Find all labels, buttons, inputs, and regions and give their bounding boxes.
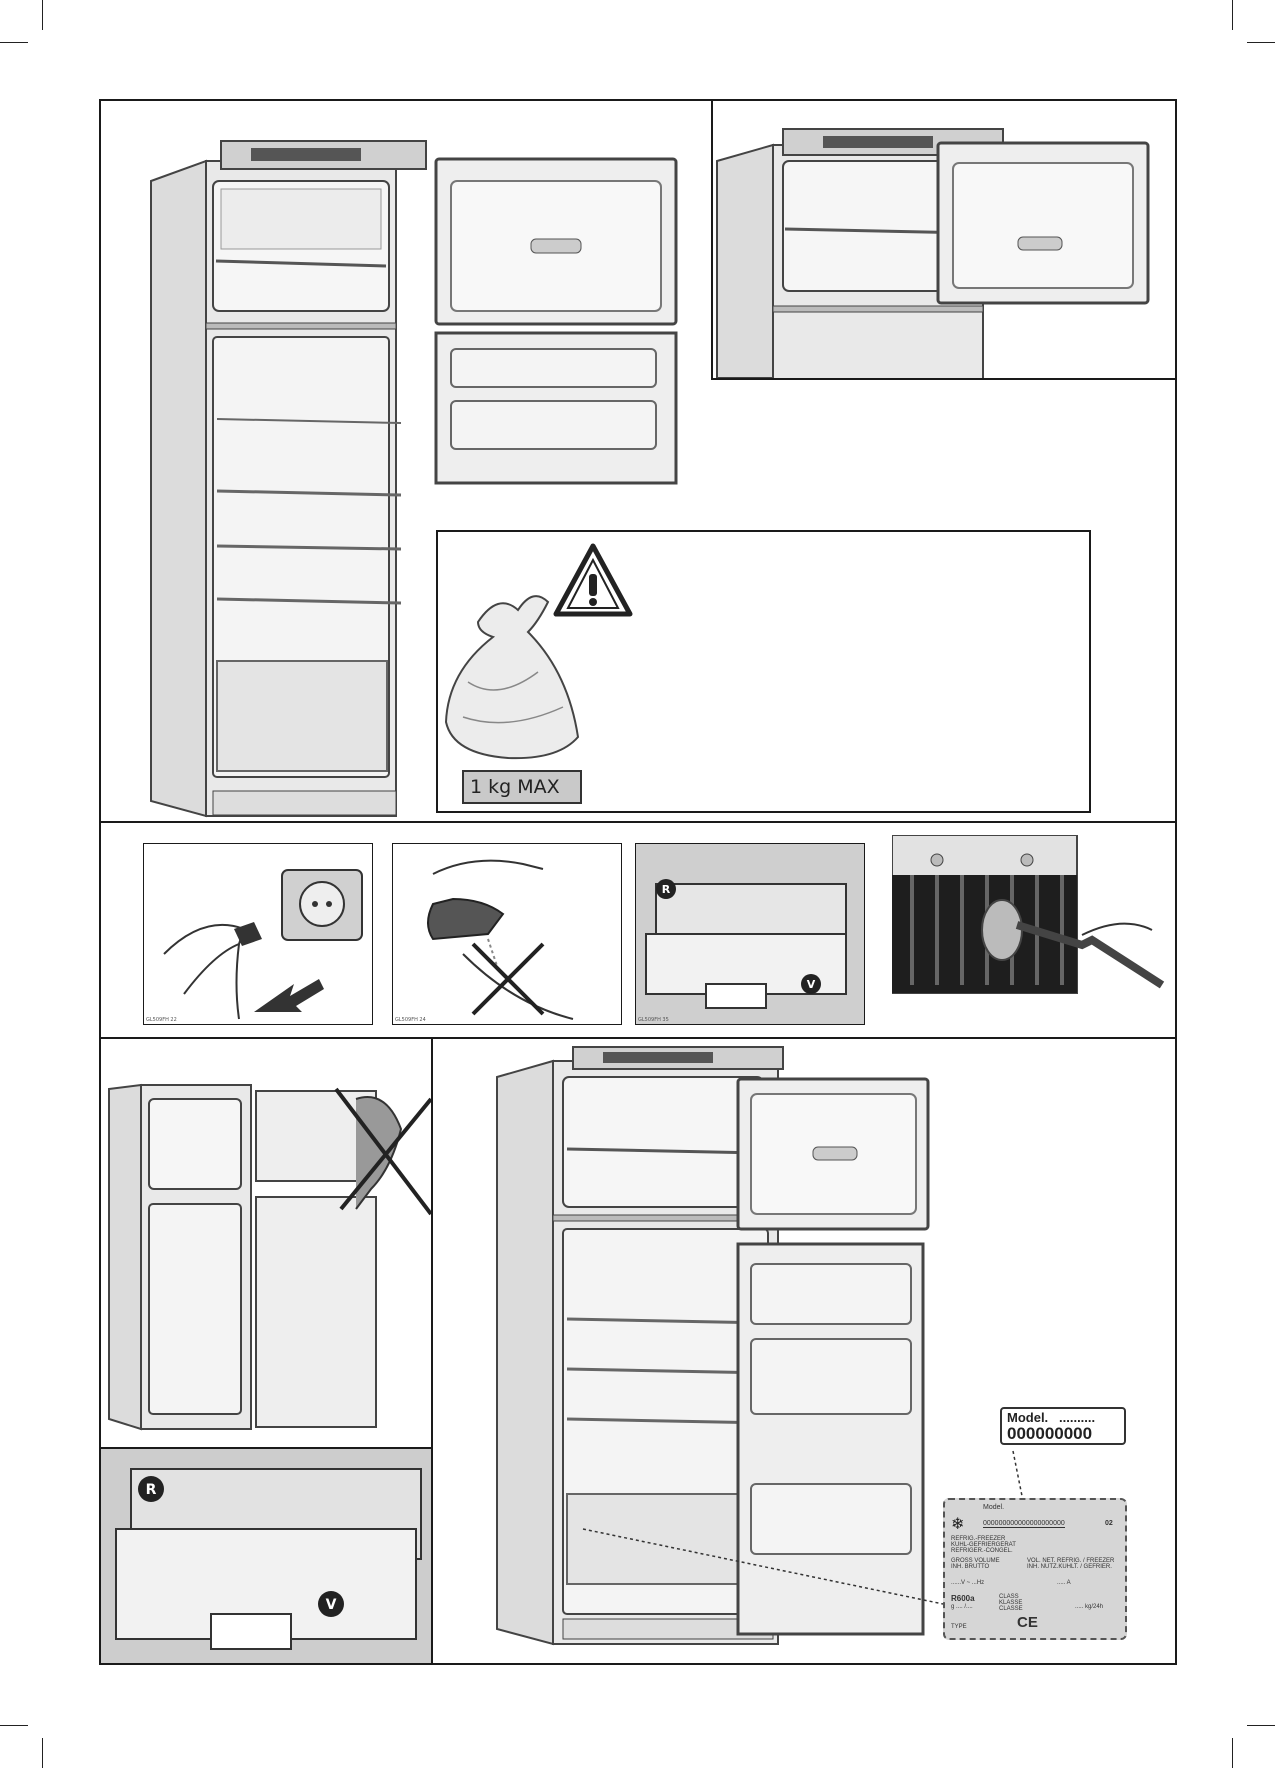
plate-model: Model.: [983, 1504, 1004, 1511]
no-climbing-illustration: [101, 1039, 431, 1447]
model-label-dots: ..........: [1059, 1410, 1095, 1425]
freezer-door-open-illustration: [713, 101, 1175, 378]
plate-weight: g .... /....: [951, 1604, 973, 1610]
drawer-marker-r: R: [662, 883, 671, 896]
plate-refrigerant: R600a: [951, 1594, 975, 1603]
plate-capacity: ..... kg/24h: [1075, 1604, 1103, 1610]
step-code: GL509FH 24: [395, 1017, 426, 1023]
drawer-marker-v: V: [326, 1597, 337, 1613]
drawer-closeup-illustration: R V: [101, 1449, 431, 1663]
plate-type-line: REFRIGER.-CONGEL.: [951, 1548, 1013, 1554]
step-condenser-panel: [892, 835, 1166, 997]
model-label-title: Model.: [1007, 1410, 1048, 1425]
plate-voltage: ......V ~ ...Hz: [951, 1580, 984, 1586]
condenser-brush-illustration: [892, 835, 1166, 997]
rating-plate: ❄ Model. 000000000000000000000 02 REFRIG…: [943, 1498, 1127, 1640]
plate-class: CLASSE: [999, 1606, 1023, 1612]
crop-mark: [0, 42, 28, 43]
drawer-illustration: R V: [636, 844, 864, 1024]
drawer-closeup-panel: R V: [99, 1447, 433, 1665]
crop-mark: [1247, 1725, 1275, 1726]
model-label: Model. .......... 000000000: [1000, 1407, 1126, 1445]
step-drawer-panel: R V GL509FH 35: [635, 843, 865, 1025]
warning-panel: 1 kg MAX: [436, 530, 1091, 813]
crop-mark: [1247, 42, 1275, 43]
crop-mark: [0, 1725, 28, 1726]
drawer-marker-r: R: [146, 1482, 157, 1498]
plate-type: TYPE: [951, 1624, 967, 1630]
plate-current: ..... A: [1057, 1580, 1071, 1586]
step-code: GL509FH 22: [146, 1017, 177, 1023]
plate-net-volume: INH. NUTZ.KUHLT. / GEFRIER.: [1027, 1564, 1112, 1570]
step-code: GL509FH 35: [638, 1017, 669, 1023]
unplug-illustration: [144, 844, 372, 1024]
plate-suffix: 02: [1105, 1520, 1113, 1527]
plate-code: 000000000000000000000: [983, 1520, 1065, 1528]
plate-gross-volume: INH. BRUTTO: [951, 1564, 989, 1570]
crop-mark: [42, 1738, 43, 1768]
step-no-water-panel: GL509FH 24: [392, 843, 622, 1025]
max-load-label: 1 kg MAX: [462, 770, 582, 804]
model-number: 000000000: [1007, 1425, 1119, 1443]
crop-mark: [42, 0, 43, 30]
snowflake-icon: ❄: [951, 1514, 964, 1534]
drawer-marker-v: V: [807, 978, 816, 991]
no-climbing-panel: [99, 1037, 433, 1449]
ce-mark: CE: [1017, 1614, 1038, 1631]
water-tap-illustration: [393, 844, 621, 1024]
fridge-freezer-open-inset: [711, 99, 1177, 380]
plastic-bag-icon: [446, 596, 578, 758]
crop-mark: [1232, 0, 1233, 30]
step-unplug-panel: GL509FH 22: [143, 843, 373, 1025]
crop-mark: [1232, 1738, 1233, 1768]
